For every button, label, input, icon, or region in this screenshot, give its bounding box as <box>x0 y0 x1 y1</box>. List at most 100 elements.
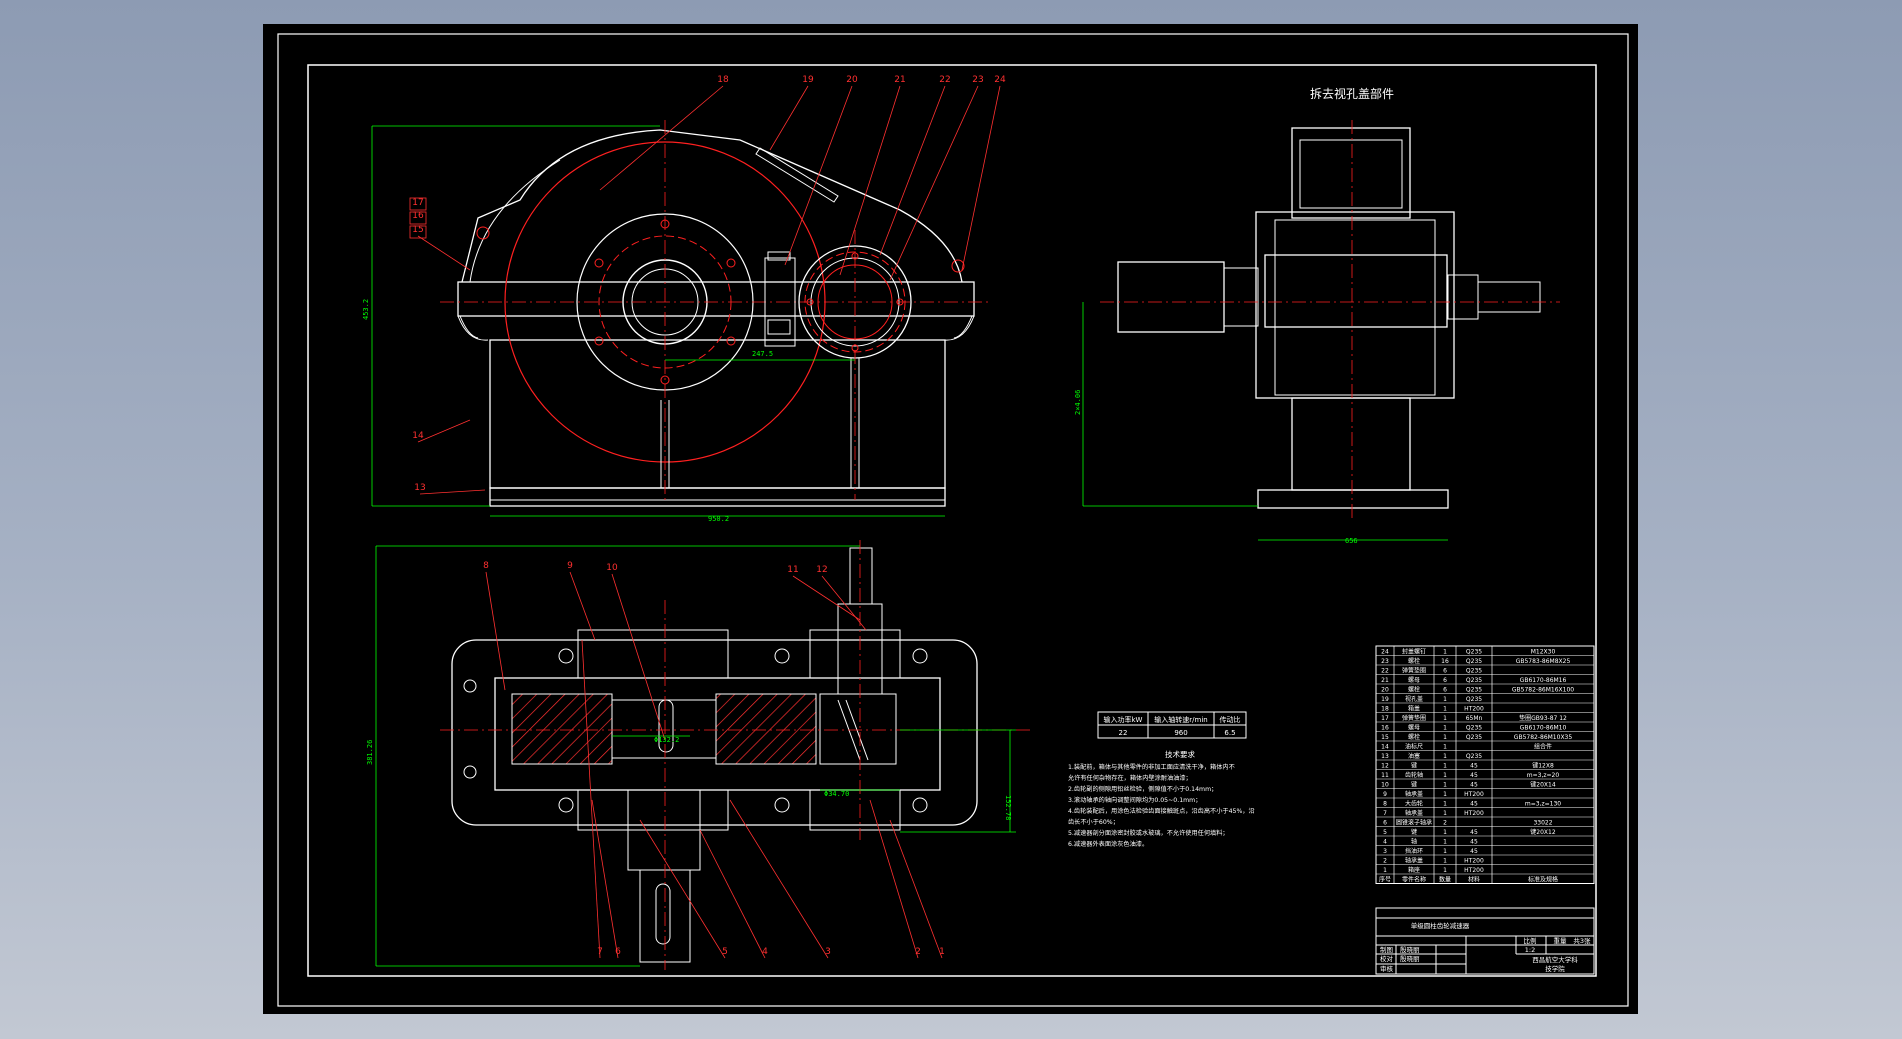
parts-cell: HT200 <box>1464 810 1484 817</box>
parts-cell: 弹簧垫圈 <box>1402 666 1426 674</box>
parts-cell: 键 <box>1411 761 1417 769</box>
callout-4: 4 <box>762 947 768 957</box>
dim-bore-a: Φ132.2 <box>654 736 679 744</box>
school-name: 西昌航空大学科 <box>1532 955 1578 964</box>
parts-cell: Q235 <box>1466 734 1482 741</box>
parts-cell: 9 <box>1383 791 1387 798</box>
parts-cell: 1 <box>1443 743 1447 750</box>
parts-cell: 8 <box>1383 800 1387 807</box>
parts-cell: 45 <box>1470 838 1478 845</box>
parts-cell: 弹簧垫圈 <box>1402 714 1426 722</box>
parts-cell: 21 <box>1381 677 1389 684</box>
parts-cell: 22 <box>1381 667 1389 674</box>
dim-side-width: 656 <box>1345 537 1358 545</box>
parts-cell: 1 <box>1443 753 1447 760</box>
callout-22: 22 <box>939 75 950 85</box>
parts-cell: 1 <box>1443 857 1447 864</box>
parts-cell: 1 <box>1443 848 1447 855</box>
spec-header-ratio: 传动比 <box>1220 715 1241 724</box>
parts-cell: 螺母 <box>1408 676 1420 684</box>
parts-cell: 轴承盖 <box>1405 809 1423 817</box>
parts-cell: HT200 <box>1464 791 1484 798</box>
parts-cell: 17 <box>1381 715 1389 722</box>
designer: 殷晓丽 <box>1400 945 1420 954</box>
parts-cell: 11 <box>1381 772 1389 779</box>
parts-cell: GB6170-86M10 <box>1520 724 1567 731</box>
parts-cell: 大齿轮 <box>1405 799 1423 807</box>
parts-header-cell: 零件名称 <box>1402 875 1426 883</box>
tech-line: 5.减速器剖分面涂密封胶或水玻璃，不允许使用任何填料； <box>1068 829 1229 837</box>
parts-cell: Q235 <box>1466 724 1482 731</box>
parts-cell: 1 <box>1443 724 1447 731</box>
parts-cell: M12X30 <box>1531 648 1556 655</box>
parts-cell: 轴承盖 <box>1405 856 1423 864</box>
front-view <box>371 120 990 517</box>
top-view-title: 拆去视孔盖部件 <box>1310 86 1394 101</box>
title-block: 单级圆柱齿轮减速器 比例 1:2 重量 共3张 制图 殷晓丽 校对 殷晓丽 审核… <box>1375 907 1595 975</box>
parts-cell: 1 <box>1383 867 1387 874</box>
tech-line: 齿长不小于60%； <box>1068 818 1119 826</box>
parts-cell: 键12X8 <box>1532 761 1554 769</box>
callout-11: 11 <box>787 565 798 575</box>
callout-5: 5 <box>722 947 728 957</box>
parts-cell: 垫圈GB93-87 12 <box>1519 714 1567 722</box>
parts-cell: 7 <box>1383 810 1387 817</box>
parts-cell: 1 <box>1443 800 1447 807</box>
spec-value-ratio: 6.5 <box>1224 729 1235 737</box>
parts-header-cell: 序号 <box>1379 875 1391 883</box>
callout-9: 9 <box>567 561 573 571</box>
tech-line: 允许有任何杂物存在，箱体内壁涂耐油油漆； <box>1068 774 1192 782</box>
parts-cell: 3 <box>1383 848 1387 855</box>
callout-18: 18 <box>717 75 729 85</box>
parts-cell: 螺栓 <box>1408 657 1420 665</box>
parts-cell: 2 <box>1383 857 1387 864</box>
parts-cell: 16 <box>1381 724 1389 731</box>
parts-cell: 齿轮轴 <box>1405 771 1423 779</box>
parts-cell: 1 <box>1443 705 1447 712</box>
parts-row: 2 轴承盖 1 HT200 <box>1383 856 1484 864</box>
side-view <box>1082 120 1560 541</box>
callout-2: 2 <box>915 947 921 957</box>
parts-cell: 油标尺 <box>1405 742 1423 750</box>
parts-cell: 1 <box>1443 867 1447 874</box>
parts-cell: 14 <box>1381 743 1389 750</box>
parts-cell: HT200 <box>1464 857 1484 864</box>
parts-cell: 12 <box>1381 762 1389 769</box>
parts-cell: 1 <box>1443 762 1447 769</box>
parts-cell: 20 <box>1381 686 1389 693</box>
callout-16: 16 <box>412 211 424 221</box>
parts-cell: 65Mn <box>1466 715 1483 722</box>
spec-value-speed: 960 <box>1174 729 1187 737</box>
parts-cell: m=3,z=20 <box>1527 772 1560 779</box>
parts-cell: 6 <box>1443 677 1447 684</box>
parts-header-cell: 数量 <box>1439 875 1451 883</box>
checker-label: 校对 <box>1380 954 1394 963</box>
parts-cell: 键20X14 <box>1530 780 1556 788</box>
parts-cell: 15 <box>1381 734 1389 741</box>
parts-cell: 2 <box>1443 819 1447 826</box>
parts-cell: HT200 <box>1464 705 1484 712</box>
inner-frame <box>307 64 1597 977</box>
callout-7: 7 <box>597 947 603 957</box>
parts-cell: 油塞 <box>1408 752 1420 760</box>
reviewer-label: 审核 <box>1380 964 1394 973</box>
dim-height-front: 453.2 <box>362 299 370 320</box>
parts-cell: Q235 <box>1466 667 1482 674</box>
parts-cell: 6 <box>1383 819 1387 826</box>
parts-cell: Q235 <box>1466 686 1482 693</box>
parts-cell: 45 <box>1470 800 1478 807</box>
